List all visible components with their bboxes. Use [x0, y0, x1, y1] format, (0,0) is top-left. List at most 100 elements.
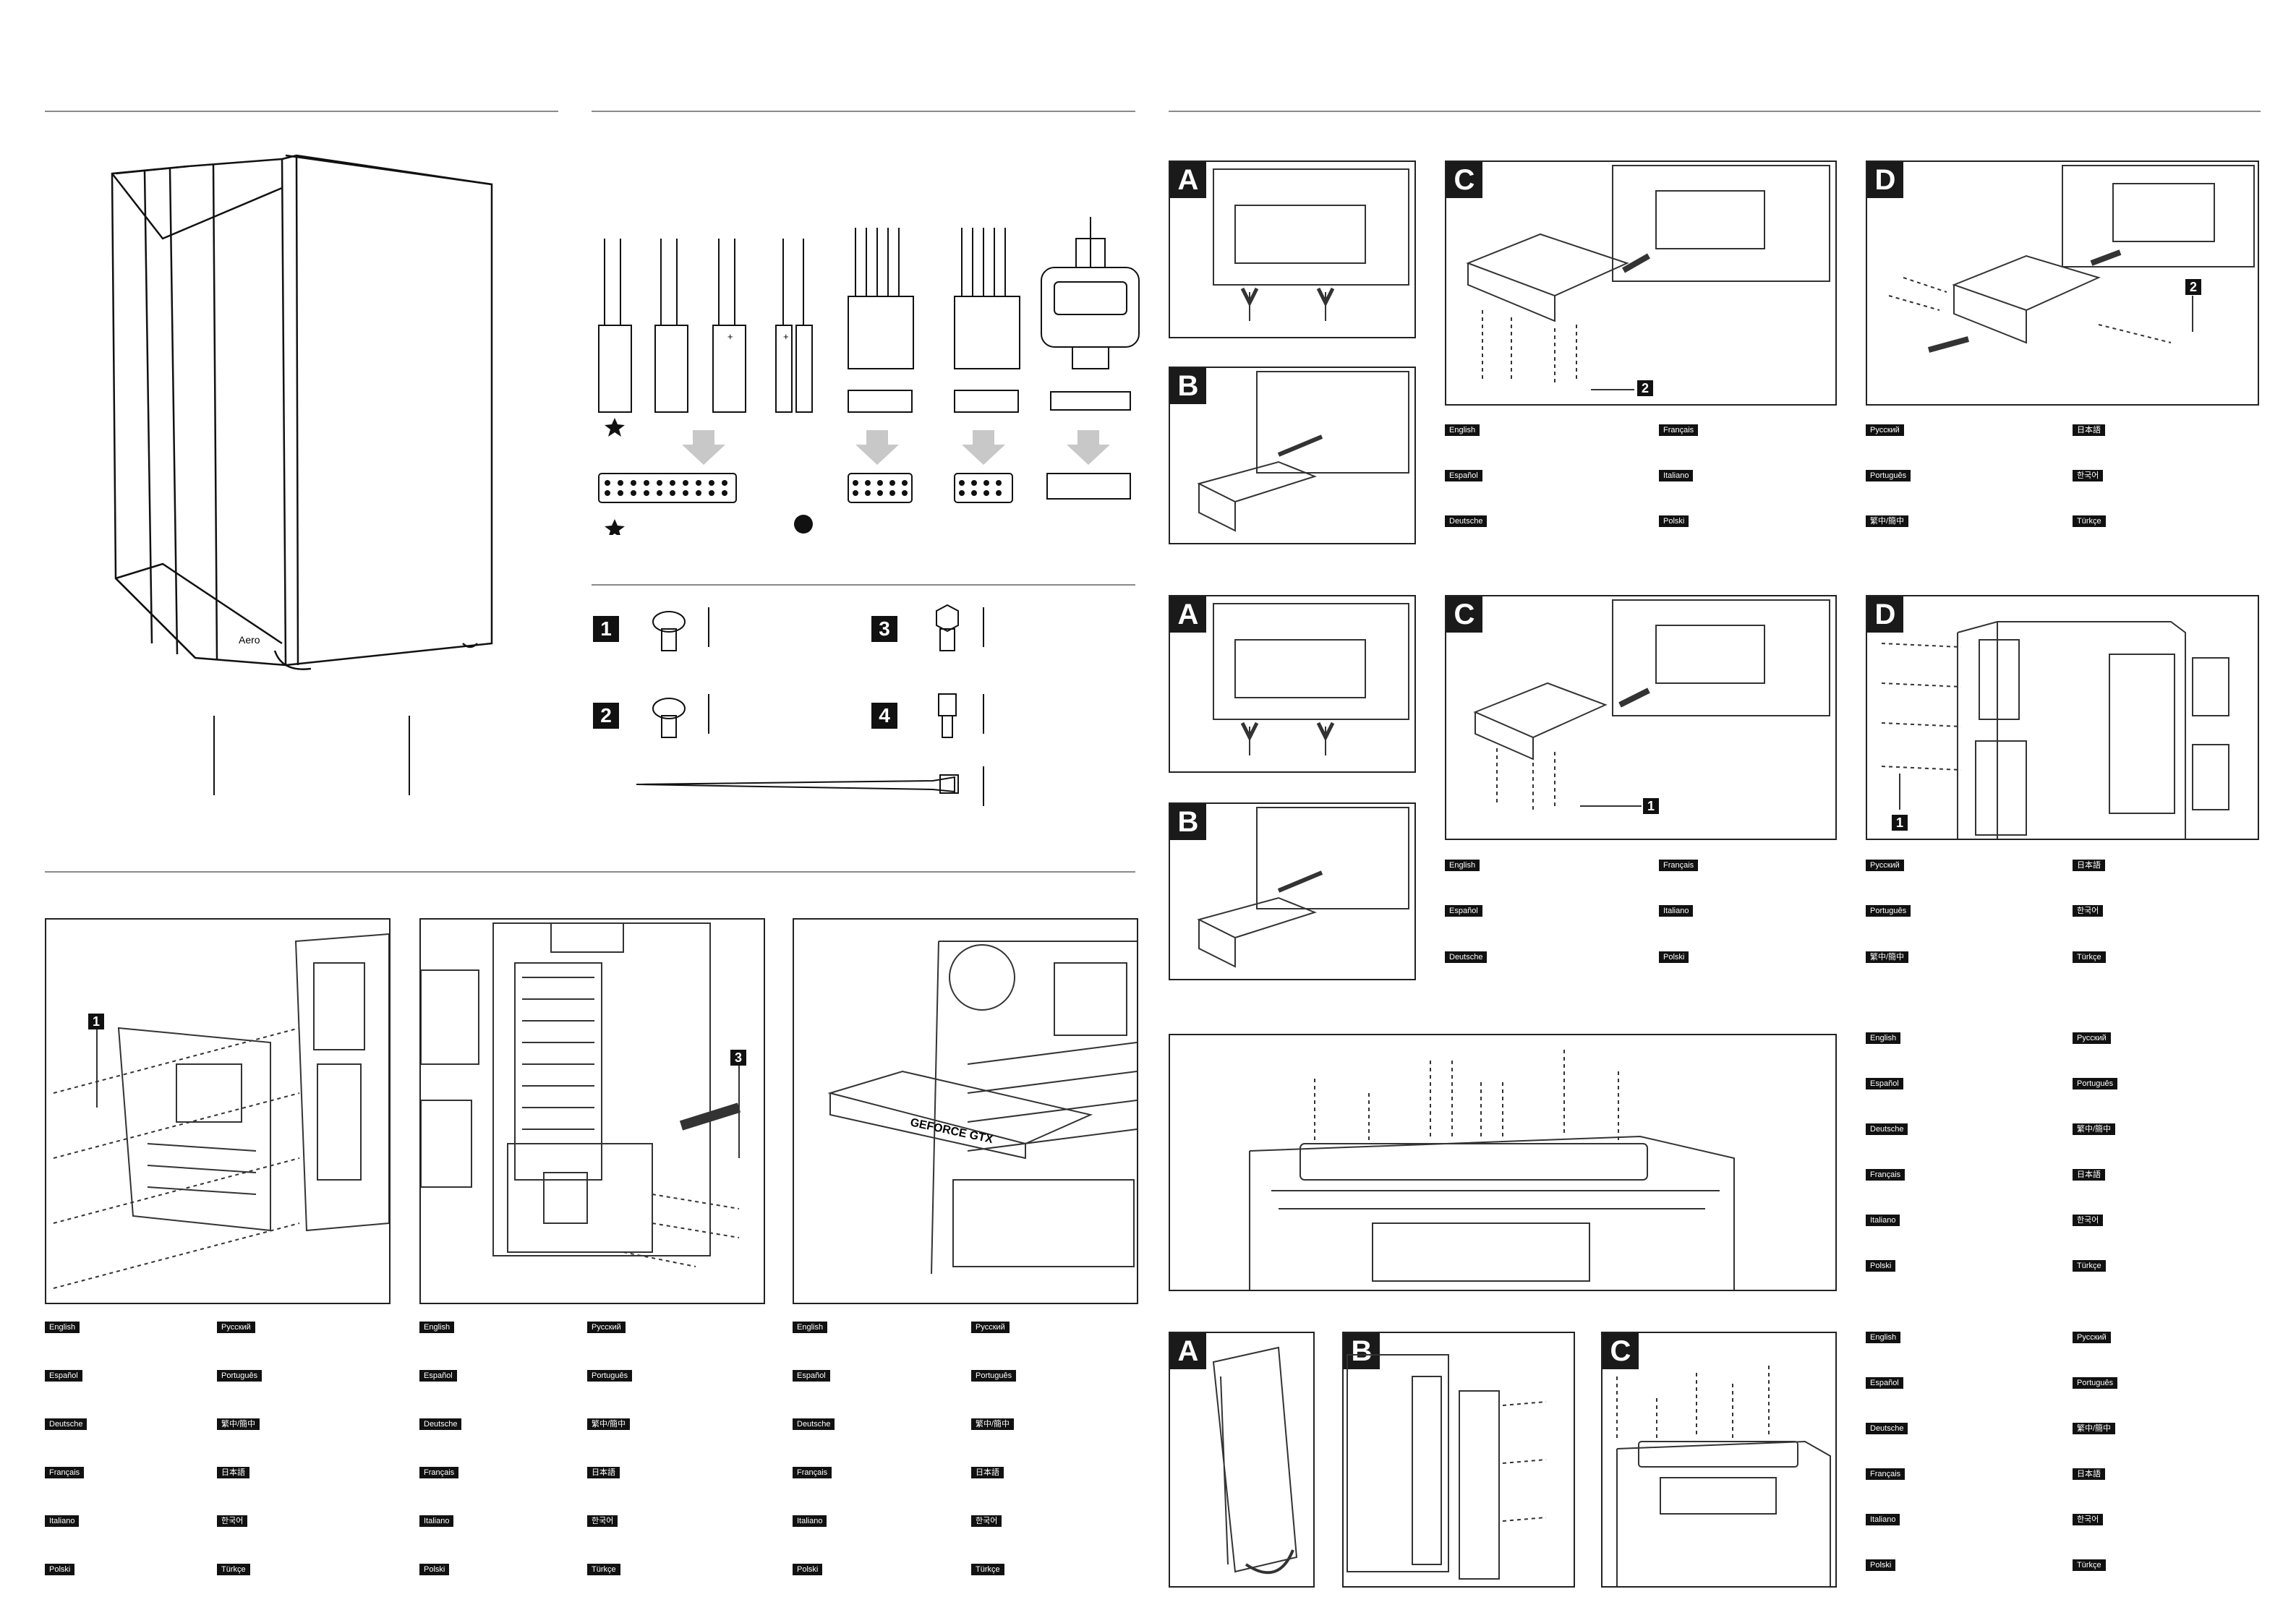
lang-polski-3: Polski	[1866, 1260, 1896, 1272]
case-logo: Aero	[239, 634, 260, 646]
screw-callout-2: 2	[1637, 380, 1653, 396]
lang-espanol-2: Español	[1445, 905, 1482, 917]
step-letter-d2: D	[1867, 596, 1903, 633]
lang-japanese: 日本語	[2073, 424, 2105, 436]
lang-turkce-3: Türkçe	[2073, 1260, 2106, 1272]
lang-italiano-b2: Italiano	[419, 1515, 454, 1527]
step-letter-b3: B	[1344, 1333, 1380, 1369]
hdd-step-d-panel: D 2	[1866, 160, 2259, 406]
hdd-step-b-panel: B	[1169, 367, 1416, 544]
lang-chinese-2: 繁中/簡中	[1866, 951, 1909, 963]
lang-english-3: English	[1866, 1032, 1901, 1044]
lang-portugues-4: Português	[2073, 1377, 2118, 1389]
lang-english-b2: English	[419, 1322, 455, 1333]
lang-turkce-b1: Türkçe	[217, 1564, 250, 1575]
lang-russian-4: Русский	[2073, 1332, 2111, 1343]
star-icon	[605, 418, 625, 437]
lang-chinese-b2: 繁中/簡中	[587, 1418, 631, 1430]
lang-polski-4: Polski	[1866, 1559, 1896, 1571]
down-arrow-icon	[682, 430, 725, 465]
lang-portugues-b1: Português	[217, 1370, 263, 1382]
lang-espanol-b1: Español	[45, 1370, 82, 1382]
lang-portugues-2: Português	[1866, 905, 1911, 917]
lang-russian-b2: Русский	[587, 1322, 626, 1333]
case-dim-line-right	[409, 716, 410, 795]
lang-chinese-3: 繁中/簡中	[2073, 1123, 2116, 1135]
front-panel-step-a: A	[1169, 1332, 1315, 1588]
down-arrow-icon	[1067, 430, 1110, 465]
screw-number-3: 3	[871, 616, 897, 642]
down-arrow-icon	[962, 430, 1005, 465]
lang-deutsche-b2: Deutsche	[419, 1418, 462, 1430]
lang-english: English	[1445, 424, 1480, 436]
lang-espanol-b3: Español	[793, 1370, 830, 1382]
lang-russian-2: Русский	[1866, 860, 1904, 871]
ssd-step-d-panel: D 1	[1866, 595, 2259, 840]
lang-francais-2: Français	[1659, 860, 1699, 871]
lang-italiano-4: Italiano	[1866, 1514, 1900, 1525]
screw-callout-2b: 2	[2185, 279, 2201, 295]
lang-espanol-b2: Español	[419, 1370, 457, 1382]
section-rule-4	[592, 584, 1135, 586]
lang-portugues-b2: Português	[587, 1370, 633, 1382]
lang-russian-b3: Русский	[971, 1322, 1010, 1333]
plus-label: +	[783, 331, 789, 342]
lang-polski-b3: Polski	[793, 1564, 823, 1575]
lang-francais-b2: Français	[419, 1467, 459, 1478]
lang-english-2: English	[1445, 860, 1480, 871]
screw-callout-1b: 1	[1892, 815, 1908, 831]
ssd-step-b-panel: B	[1169, 802, 1416, 980]
step-letter-a2: A	[1170, 596, 1206, 633]
lang-turkce-b2: Türkçe	[587, 1564, 620, 1575]
gpu-install-panel: GEFORCE GTX	[793, 918, 1138, 1304]
lang-korean-b2: 한국어	[587, 1515, 618, 1527]
lang-portugues: Português	[1866, 470, 1911, 481]
lang-korean-b1: 한국어	[217, 1515, 248, 1527]
psu-install-panel: 3	[419, 918, 765, 1304]
screw-number-1: 1	[593, 616, 619, 642]
step-letter-b2: B	[1170, 804, 1206, 840]
step-letter-a: A	[1170, 162, 1206, 198]
lang-japanese-b3: 日本語	[971, 1467, 1004, 1478]
lang-italiano-2: Italiano	[1659, 905, 1694, 917]
lang-japanese-2: 日本語	[2073, 860, 2105, 871]
dot-icon	[794, 515, 813, 534]
lang-korean-4: 한국어	[2073, 1514, 2104, 1525]
lang-japanese-b2: 日本語	[587, 1467, 620, 1478]
lang-portugues-3: Português	[2073, 1078, 2118, 1089]
lang-english-b1: English	[45, 1322, 80, 1333]
lang-italiano-b1: Italiano	[45, 1515, 80, 1527]
front-panel-step-b: B	[1342, 1332, 1575, 1588]
lang-francais: Français	[1659, 424, 1699, 436]
top-radiator-panel	[1169, 1034, 1837, 1291]
screw-callout-mb: 1	[88, 1014, 104, 1029]
lang-korean-b3: 한국어	[971, 1515, 1002, 1527]
lang-turkce-2: Türkçe	[2073, 951, 2106, 963]
lang-turkce-4: Türkçe	[2073, 1559, 2106, 1571]
step-letter-c2: C	[1446, 596, 1482, 633]
lang-francais-b1: Français	[45, 1467, 85, 1478]
lang-francais-4: Français	[1866, 1468, 1905, 1480]
lang-italiano-b3: Italiano	[793, 1515, 827, 1527]
lang-deutsche-b1: Deutsche	[45, 1418, 88, 1430]
step-letter-a3: A	[1170, 1333, 1206, 1369]
screw-accessories	[636, 604, 984, 806]
section-rule-3	[1169, 111, 2261, 112]
lang-italiano: Italiano	[1659, 470, 1694, 481]
star-icon	[605, 519, 625, 535]
lang-russian-3: Русский	[2073, 1032, 2111, 1044]
lang-espanol-3: Español	[1866, 1078, 1903, 1089]
lang-polski: Polski	[1659, 515, 1689, 527]
lang-espanol-4: Español	[1866, 1377, 1903, 1389]
step-letter-b: B	[1170, 368, 1206, 404]
lang-polski-b1: Polski	[45, 1564, 75, 1575]
lang-russian: Русский	[1866, 424, 1904, 436]
screw-callout-1: 1	[1643, 798, 1659, 814]
case-front-illustration: Aero	[111, 154, 493, 670]
lang-japanese-3: 日本語	[2073, 1169, 2105, 1181]
lang-japanese-4: 日本語	[2073, 1468, 2105, 1480]
plus-label: +	[727, 331, 733, 342]
lang-deutsche-4: Deutsche	[1866, 1423, 1908, 1434]
lang-chinese: 繁中/簡中	[1866, 515, 1909, 527]
lang-deutsche: Deutsche	[1445, 515, 1488, 527]
